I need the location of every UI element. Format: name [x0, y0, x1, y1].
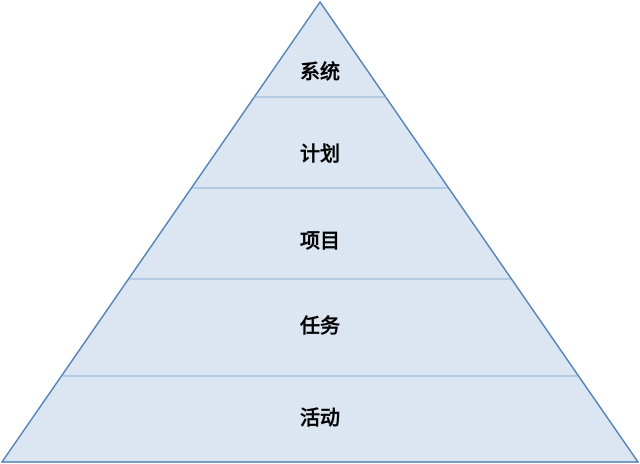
- level-label-3: 项目: [300, 229, 340, 253]
- level-dividers: [63, 96, 578, 377]
- level-label-4: 任务: [299, 314, 341, 338]
- level-label-5: 活动: [300, 406, 340, 430]
- level-label-2: 计划: [300, 142, 340, 166]
- level-label-1: 系统: [300, 60, 340, 84]
- level-labels: 系统 计划 项目 任务 活动: [299, 60, 341, 430]
